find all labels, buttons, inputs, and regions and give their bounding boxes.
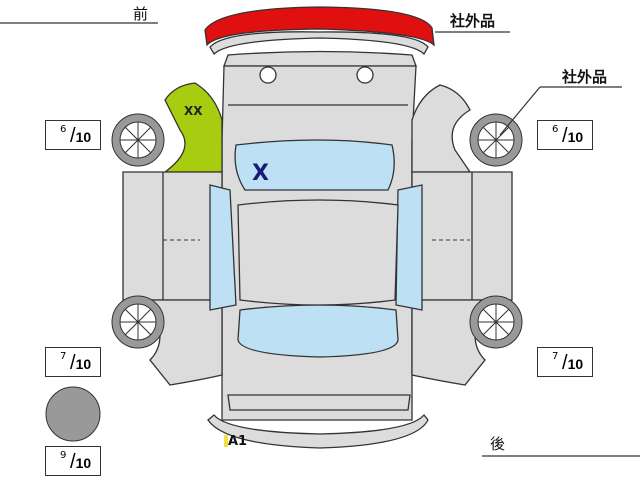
damage-mark-rear-bumper: A1 [228, 434, 248, 449]
windshield [234, 139, 395, 191]
rear-bumper [207, 413, 429, 449]
trunk-lip [227, 394, 411, 411]
rating-max: /10 [562, 352, 584, 374]
aftermarket-bumper-label: 社外品 [450, 12, 496, 30]
tire-rating-front-right: 6/10 [537, 120, 593, 150]
wheels [111, 113, 523, 349]
wheel-rear-left-icon [111, 295, 165, 349]
rear-label: 後 [490, 435, 506, 453]
rating-value: 7 [60, 351, 67, 362]
damage-mark-windshield: X [252, 161, 269, 186]
wheel-front-left-icon [111, 113, 165, 167]
tire-rating-front-left: 6/10 [45, 120, 101, 150]
headlight-left [259, 66, 277, 84]
rating-max: /10 [70, 451, 92, 473]
wheel-front-right-icon [469, 113, 523, 167]
front-right-fender [411, 84, 472, 173]
rating-value: 6 [60, 124, 67, 135]
tire-rating-spare: 9/10 [45, 446, 101, 476]
front-left-fender [163, 82, 223, 173]
a1-highlight [224, 435, 228, 447]
aftermarket-wheel-label: 社外品 [562, 68, 608, 86]
front-bumper-lower [209, 31, 429, 56]
rating-value: 6 [552, 124, 559, 135]
front-bumper-replaced [204, 6, 435, 47]
grille [223, 50, 417, 67]
rating-max: /10 [562, 125, 584, 147]
damage-mark-fender: XX [184, 104, 203, 118]
tire-rating-rear-left: 7/10 [45, 347, 101, 377]
headlight-right [356, 66, 374, 84]
right-side-window [395, 184, 423, 311]
right-doors [411, 171, 513, 301]
rear-window [237, 304, 399, 358]
tire-rating-rear-right: 7/10 [537, 347, 593, 377]
rating-max: /10 [70, 352, 92, 374]
roof [237, 199, 399, 306]
wheel-rear-right-icon [469, 295, 523, 349]
spare-tire-icon [45, 386, 101, 442]
rating-value: 9 [60, 450, 67, 461]
rating-value: 7 [552, 351, 559, 362]
front-label: 前 [133, 5, 149, 23]
left-doors [122, 171, 223, 301]
rating-max: /10 [70, 125, 92, 147]
left-side-window [209, 184, 237, 311]
